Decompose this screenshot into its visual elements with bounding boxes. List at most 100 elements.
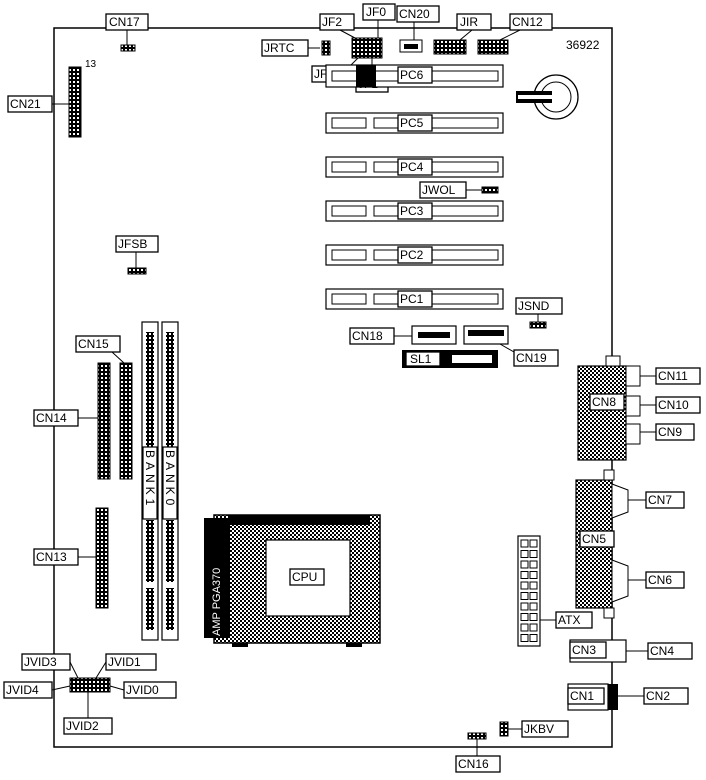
- cn19-label-box: [513, 349, 559, 367]
- jvid3-label[interactable]: JVID3: [24, 655, 57, 669]
- sl1-label-box: [405, 351, 441, 367]
- cn11-label[interactable]: CN11: [658, 369, 688, 383]
- sl1-slot-inner: [452, 355, 492, 363]
- cn8-label-box: [589, 393, 625, 411]
- atx-pin: [520, 539, 529, 548]
- jvid4-label[interactable]: JVID4: [6, 683, 39, 697]
- cn14-connector[interactable]: [97, 362, 111, 480]
- cn21-connector[interactable]: [68, 66, 82, 138]
- pc1-label[interactable]: PC1: [400, 292, 424, 306]
- cn5-label[interactable]: CN5: [582, 532, 606, 546]
- jir-connector[interactable]: [433, 39, 467, 55]
- cn18-label[interactable]: CN18: [352, 329, 383, 343]
- jwol-connector[interactable]: [481, 186, 499, 194]
- cn10-label[interactable]: CN10: [658, 398, 689, 412]
- atx-pin: [520, 571, 529, 579]
- cn12-label-box: [509, 13, 553, 31]
- cn19-leader: [499, 343, 515, 353]
- jkbv-label-box: [521, 720, 569, 738]
- atx-pins: [520, 539, 538, 642]
- pc4-label-box: [397, 158, 433, 176]
- jir-label[interactable]: JIR: [460, 15, 478, 29]
- jwol-label[interactable]: JWOL: [422, 183, 456, 197]
- atx-pin: [529, 571, 538, 579]
- jsnd-label-box: [515, 297, 563, 315]
- atx-pin: [520, 550, 529, 558]
- jir-leader: [459, 29, 473, 41]
- cn1-label[interactable]: CN1: [570, 689, 594, 703]
- cn15-connector[interactable]: [119, 362, 133, 480]
- cn7-label[interactable]: CN7: [648, 493, 672, 507]
- cn12-connector[interactable]: [477, 39, 509, 55]
- cn13-connector[interactable]: [95, 507, 109, 609]
- jkbv-label[interactable]: JKBV: [524, 722, 554, 736]
- cn17-connector[interactable]: [120, 44, 136, 52]
- cn3-label-box: [569, 641, 607, 659]
- pc6-label[interactable]: PC6: [400, 68, 424, 82]
- jvid-jumper-block[interactable]: [69, 677, 111, 693]
- jvid1-label[interactable]: JVID1: [108, 655, 141, 669]
- jsnd-label[interactable]: JSND: [518, 299, 550, 313]
- cn17-label[interactable]: CN17: [109, 15, 140, 29]
- atx-pin: [529, 634, 538, 642]
- cn14-label[interactable]: CN14: [36, 411, 67, 425]
- cn12-label[interactable]: CN12: [512, 15, 543, 29]
- cn6-label-box: [645, 571, 685, 589]
- cn20-label[interactable]: CN20: [399, 7, 430, 21]
- pc3-label[interactable]: PC3: [400, 204, 424, 218]
- jf2-label[interactable]: JF2: [322, 15, 342, 29]
- cn1-label-box: [567, 687, 605, 705]
- jrtc-jumper[interactable]: [321, 40, 331, 56]
- cn6-label[interactable]: CN6: [648, 573, 672, 587]
- jvid1-leader: [95, 661, 107, 679]
- audio-connector-block[interactable]: [577, 355, 641, 461]
- jf0-label-box: [362, 3, 396, 21]
- cpu-label[interactable]: CPU: [292, 570, 317, 584]
- jfsb-label-box: [115, 235, 159, 253]
- atx-pin: [529, 592, 538, 600]
- cn2-label[interactable]: CN2: [646, 689, 670, 703]
- cn10-label-box: [655, 396, 701, 414]
- cn15-label[interactable]: CN15: [78, 337, 109, 351]
- pc5-label[interactable]: PC5: [400, 116, 424, 130]
- bank0-label-box: [162, 446, 178, 520]
- atx-pin: [529, 613, 538, 621]
- cpu-socket[interactable]: [204, 514, 381, 647]
- atx-pin: [520, 623, 529, 632]
- cn3-label[interactable]: CN3: [572, 643, 596, 657]
- pc2-label[interactable]: PC2: [400, 248, 424, 262]
- cn21-label[interactable]: CN21: [10, 97, 41, 111]
- atx-pin: [520, 613, 529, 621]
- jrtc-label[interactable]: JRTC: [264, 41, 295, 55]
- cn16-connector[interactable]: [467, 732, 487, 740]
- cn16-label[interactable]: CN16: [458, 757, 489, 771]
- jfsb-jumper[interactable]: [127, 267, 147, 275]
- atx-pin: [529, 560, 538, 569]
- jf0-label[interactable]: JF0: [366, 5, 386, 19]
- pc4-label[interactable]: PC4: [400, 160, 424, 174]
- cn8-label[interactable]: CN8: [592, 395, 616, 409]
- cn9-label[interactable]: CN9: [658, 425, 682, 439]
- cpu-label-box: [289, 568, 325, 586]
- jkbv-jumper[interactable]: [499, 721, 509, 737]
- board-id: 36922: [566, 38, 600, 52]
- atx-pin: [529, 581, 538, 590]
- bank1-label[interactable]: BANK1: [143, 450, 157, 509]
- atx-label[interactable]: ATX: [558, 613, 580, 627]
- jf-jumper-block[interactable]: [351, 37, 383, 59]
- pin-note: 13: [85, 59, 97, 70]
- cn2-connector[interactable]: [608, 684, 618, 710]
- jfsb-label[interactable]: JFSB: [118, 237, 147, 251]
- jsnd-jumper[interactable]: [529, 321, 547, 329]
- cn4-label[interactable]: CN4: [650, 644, 674, 658]
- atx-pin: [529, 602, 538, 611]
- jvid2-label[interactable]: JVID2: [66, 719, 99, 733]
- cn13-label[interactable]: CN13: [36, 550, 67, 564]
- atx-pin: [529, 539, 538, 548]
- jvid0-label[interactable]: JVID0: [126, 683, 159, 697]
- sl1-label[interactable]: SL1: [410, 352, 432, 366]
- bank0-label[interactable]: BANK0: [163, 450, 177, 509]
- cn7-label-box: [645, 491, 685, 509]
- cn19-label[interactable]: CN19: [516, 351, 547, 365]
